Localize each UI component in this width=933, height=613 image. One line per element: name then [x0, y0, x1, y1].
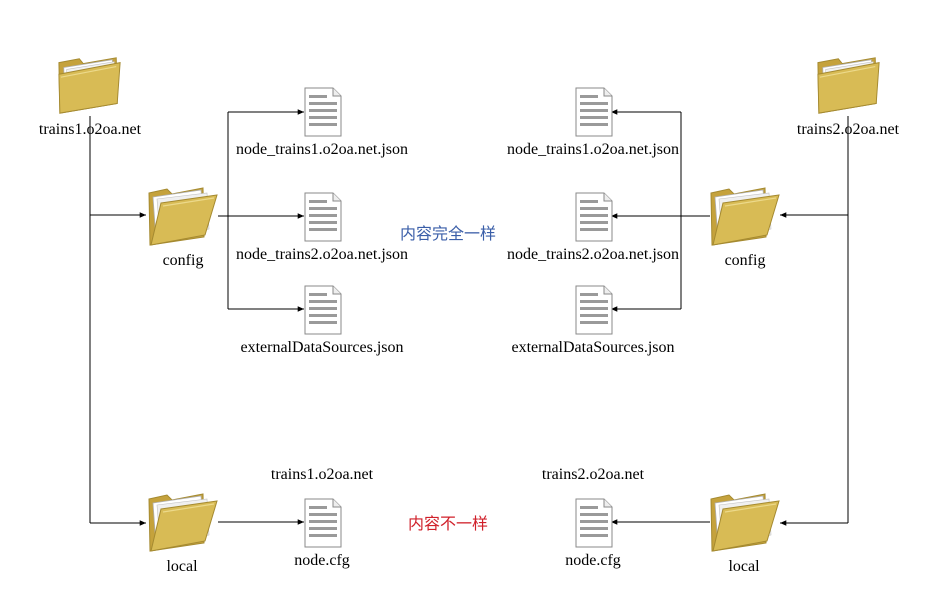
left-local-header: trains1.o2oa.net: [271, 466, 374, 483]
folder-icon: [148, 187, 218, 246]
left-config-label: config: [163, 252, 204, 269]
document-icon: [575, 192, 613, 242]
left-config-file-1: node_trains1.o2oa.net.json: [236, 141, 408, 158]
document-icon: [304, 285, 342, 335]
document-icon: [575, 285, 613, 335]
right-config-label: config: [725, 252, 766, 269]
note-same-content: 内容完全一样: [400, 224, 496, 243]
left-local-label: local: [166, 558, 198, 575]
folder-icon: [817, 57, 880, 114]
folder-icon: [58, 57, 121, 114]
right-config-file-1: node_trains1.o2oa.net.json: [507, 141, 679, 158]
right-config-file-2: node_trains2.o2oa.net.json: [507, 246, 679, 263]
left-server: trains1.o2oa.net config local node_train…: [39, 57, 408, 575]
left-local-file: node.cfg: [294, 552, 350, 569]
document-icon: [304, 192, 342, 242]
folder-icon: [148, 493, 218, 552]
document-icon: [575, 498, 613, 548]
right-local-header: trains2.o2oa.net: [542, 466, 645, 483]
document-icon: [304, 87, 342, 137]
folder-icon: [710, 187, 780, 246]
left-config-file-3: externalDataSources.json: [240, 339, 403, 356]
note-different-content: 内容不一样: [408, 514, 488, 533]
right-server: trains2.o2oa.net config local node_train…: [507, 57, 900, 575]
document-icon: [575, 87, 613, 137]
folder-icon: [710, 493, 780, 552]
left-config-file-2: node_trains2.o2oa.net.json: [236, 246, 408, 263]
document-icon: [304, 498, 342, 548]
right-local-file: node.cfg: [565, 552, 621, 569]
right-local-label: local: [728, 558, 760, 575]
right-config-file-3: externalDataSources.json: [511, 339, 674, 356]
